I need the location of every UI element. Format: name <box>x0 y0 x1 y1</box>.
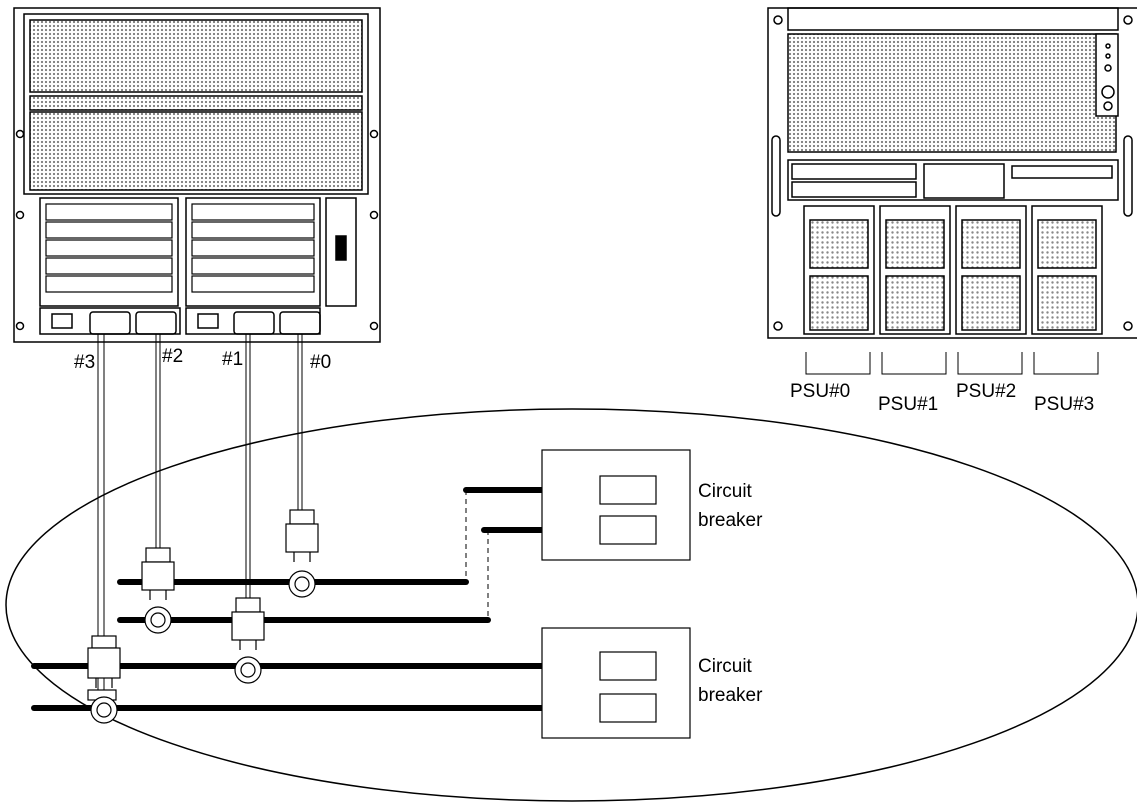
rear-server-view <box>13 7 381 343</box>
psu-label-1: PSU#1 <box>878 394 938 415</box>
front-server-view <box>767 7 1137 375</box>
outlet-icon <box>234 656 262 684</box>
circuit-breaker-upper <box>541 449 691 561</box>
inlet-label-0: #0 <box>310 352 331 373</box>
plug-3-icon <box>87 635 121 701</box>
plug-1-icon <box>231 597 265 650</box>
ac-inlet-3-icon <box>89 311 131 335</box>
breaker-lower-label-line1: Circuit <box>698 656 753 677</box>
breaker-upper-label-line2: breaker <box>698 510 763 531</box>
breaker-lower-label-line2: breaker <box>698 685 763 706</box>
power-distribution-zone <box>5 408 1137 802</box>
psu-1-icon <box>879 205 951 335</box>
power-cords <box>97 334 303 690</box>
inlet-label-1: #1 <box>222 349 243 370</box>
ac-inlet-0-icon <box>279 311 321 335</box>
plug-2-icon <box>141 547 175 600</box>
psu-label-0: PSU#0 <box>790 381 850 402</box>
psu-2-icon <box>955 205 1027 335</box>
plug-0-icon <box>285 509 319 562</box>
circuit-breaker-lower <box>541 627 691 739</box>
inlet-label-3: #3 <box>74 352 95 373</box>
psu-label-2: PSU#2 <box>956 381 1016 402</box>
psu-0-icon <box>803 205 875 335</box>
psu-3-icon <box>1031 205 1103 335</box>
outlet-icon <box>144 606 172 634</box>
outlet-icon <box>288 570 316 598</box>
ac-inlet-1-icon <box>233 311 275 335</box>
psu-label-3: PSU#3 <box>1034 394 1094 415</box>
inlet-label-2: #2 <box>162 346 183 367</box>
breaker-upper-label-line1: Circuit <box>698 481 753 502</box>
outlet-icon <box>90 696 118 724</box>
